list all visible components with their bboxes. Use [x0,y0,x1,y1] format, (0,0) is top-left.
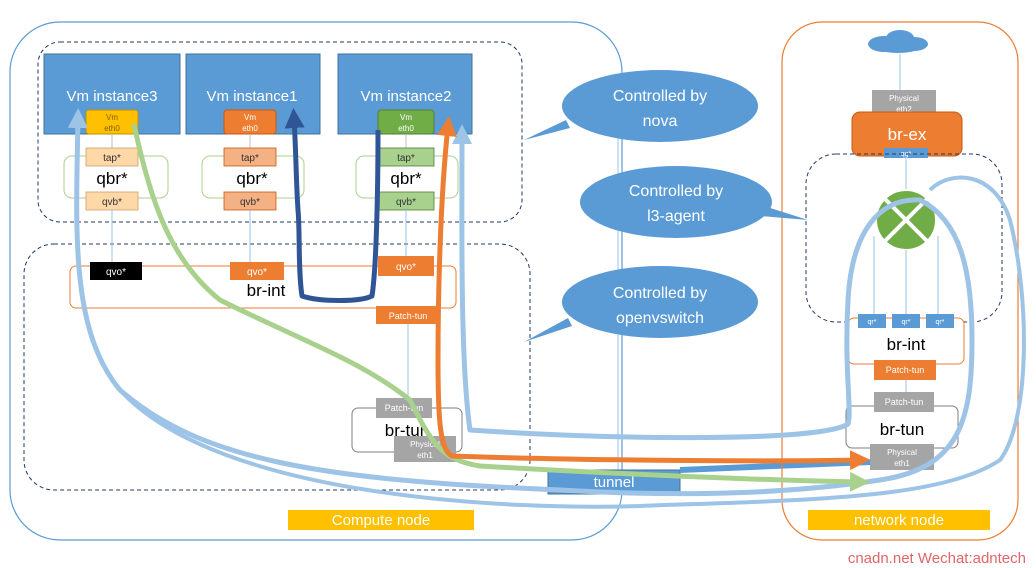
svg-text:nova: nova [643,113,678,130]
svg-text:qr*: qr* [902,319,911,326]
svg-text:tap*: tap* [103,153,121,164]
qbr-bridge-1: tap* qbr* qvb* [201,134,305,211]
qr-port-2 [892,314,920,328]
network-br-tun-label: br-tun [880,420,924,439]
vm-instance3-label: Vm instance3 [67,88,158,105]
svg-text:tap*: tap* [241,153,259,164]
svg-text:Patch-tun: Patch-tun [885,397,924,407]
tap-port-3 [85,147,139,167]
traffic-path-orange [435,116,870,471]
svg-text:eth0: eth0 [398,124,414,133]
compute-br-tun-label: br-tun [385,421,429,440]
svg-text:eth2: eth2 [896,105,912,114]
svg-text:qvo*: qvo* [396,262,416,273]
svg-text:openvswitch: openvswitch [616,310,704,327]
svg-text:Patch-tun: Patch-tun [886,365,925,375]
svg-text:eth0: eth0 [104,124,120,133]
qbr-label-2: qbr* [390,169,422,188]
svg-text:Vm: Vm [400,113,412,122]
vm-instance2-label: Vm instance2 [361,88,452,105]
svg-text:Controlled by: Controlled by [629,183,723,200]
svg-text:qvb*: qvb* [240,197,260,208]
watermark: cnadn.net Wechat:adntech [848,550,1026,567]
network-br-int: qr* qr* qr* br-int Patch-tun [847,314,965,380]
svg-text:qvb*: qvb* [102,197,122,208]
svg-text:Vm: Vm [106,113,118,122]
qvo-port-2 [378,256,434,276]
network-br-tun: Patch-tun br-tun Physical eth1 [845,392,959,470]
svg-text:Physical: Physical [887,448,917,457]
svg-text:Controlled by: Controlled by [613,285,707,302]
qbr-label-3: qbr* [96,169,128,188]
br-ex: br-ex qg* [851,111,963,158]
cloud-icon [868,30,928,53]
svg-text:qvb*: qvb* [396,197,416,208]
svg-text:qvo*: qvo* [106,267,126,278]
network-patch-tun-int [874,360,936,380]
svg-text:Patch-tun: Patch-tun [385,403,424,413]
compute-node-label: Compute node [332,512,430,529]
vm-instance1-label: Vm instance1 [207,88,298,105]
network-br-int-label: br-int [887,335,926,354]
qvo-port-1 [230,262,284,280]
svg-text:Controlled by: Controlled by [613,88,707,105]
callout-openvswitch: Controlled by openvswitch [524,266,758,342]
compute-node: Vm instance3 Vm instance1 Vm instance2 V… [9,21,623,541]
compute-br-int-label: br-int [247,281,286,300]
openvswitch-zone [23,243,531,491]
vm-eth0-port-1: Vm eth0 [223,109,277,135]
svg-text:Vm: Vm [244,113,256,122]
callout-nova: Controlled by nova [524,70,758,142]
traffic-path-lightblue-loop [118,175,1026,509]
traffic-path-darkblue [284,108,381,303]
network-patch-tun-tun [874,392,934,412]
svg-text:l3-agent: l3-agent [647,208,705,225]
vm-eth0-port-2: Vm eth0 [377,109,435,135]
qg-port [884,148,928,158]
qbr-label-1: qbr* [236,169,268,188]
svg-text:tap*: tap* [397,153,415,164]
compute-patch-tun-int [376,306,440,324]
svg-text:Physical: Physical [410,440,440,449]
tunnel-label: tunnel [594,474,635,491]
qr-port-3 [926,314,954,328]
svg-text:qr*: qr* [868,319,877,326]
callout-l3-agent: Controlled by l3-agent [580,166,808,238]
svg-text:eth0: eth0 [242,124,258,133]
qbr-bridge-2: tap* qbr* qvb* [355,134,459,211]
tap-port-1 [223,147,277,167]
svg-text:Physical: Physical [889,94,919,103]
svg-text:qr*: qr* [936,319,945,326]
compute-br-int: qvo* qvo* qvo* br-int Patch-tun [69,256,457,324]
svg-text:eth1: eth1 [417,451,433,460]
svg-text:qvo*: qvo* [247,267,267,278]
network-node-label: network node [854,512,944,529]
qvo-port-3 [90,262,142,280]
svg-text:eth1: eth1 [894,459,910,468]
svg-text:Patch-tun: Patch-tun [389,311,428,321]
traffic-path-green [131,123,870,492]
br-ex-label: br-ex [888,125,927,144]
vm-eth0-port-3: Vm eth0 [85,109,139,135]
compute-node-label-box [288,510,474,530]
network-node-label-box [808,510,990,530]
